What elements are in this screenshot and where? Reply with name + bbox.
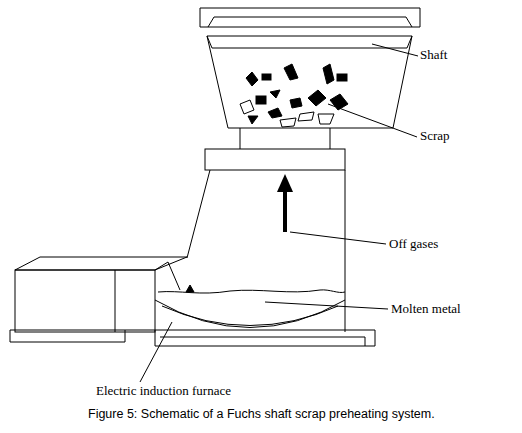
- furnace-base: [160, 337, 365, 346]
- shaft-lid: [200, 8, 420, 27]
- shaft-neck: [240, 128, 241, 149]
- figure-caption: Figure 5: Schematic of a Fuchs shaft scr…: [88, 407, 435, 421]
- scrap-piece-open: [280, 118, 296, 127]
- scrap-piece: [256, 96, 266, 104]
- leader-line: [372, 44, 418, 56]
- part-label: Scrap: [420, 128, 450, 144]
- scrap-piece: [290, 98, 302, 108]
- scrap-piece: [337, 74, 347, 81]
- furnace-base: [10, 330, 375, 346]
- shaft-edge: [207, 36, 212, 48]
- shaft-lid-rim: [208, 17, 412, 27]
- furnace-base: [10, 330, 125, 342]
- scrap-piece: [186, 285, 194, 292]
- scrap-piece: [330, 94, 348, 110]
- scrap-piece: [284, 64, 298, 80]
- off-gas-arrow: [283, 188, 287, 232]
- scrap-piece-open: [298, 112, 314, 121]
- furnace-base: [125, 330, 126, 342]
- leader-line: [290, 232, 386, 244]
- furnace-box-edge: [155, 262, 180, 290]
- shaft-plate: [205, 149, 345, 170]
- scrap-piece-open: [240, 100, 254, 114]
- shaft-neck: [330, 128, 331, 149]
- scrap-piece: [270, 90, 280, 98]
- shaft-edge: [212, 48, 407, 49]
- part-label: Molten metal: [391, 301, 461, 317]
- leader-line: [328, 104, 417, 137]
- part-label: Electric induction furnace: [96, 383, 231, 399]
- leader-line: [265, 302, 388, 309]
- furnace-base: [155, 330, 156, 346]
- scrap-piece: [268, 108, 282, 118]
- furnace-box-edge: [115, 270, 116, 332]
- shaft-edge: [407, 36, 412, 48]
- scrap-piece: [248, 116, 258, 124]
- furnace-box-top: [15, 257, 187, 270]
- scrap-piece: [262, 74, 271, 80]
- scrap-piece: [308, 90, 326, 106]
- furnace-box-front: [15, 270, 155, 332]
- scrap-piece: [246, 72, 258, 86]
- furnace-bowl-inner: [162, 306, 338, 326]
- shaft-body: [207, 36, 412, 128]
- part-label: Off gases: [389, 236, 438, 252]
- leader-line: [140, 322, 172, 382]
- duct-wall: [345, 170, 346, 332]
- duct-wall: [187, 170, 210, 258]
- part-label: Shaft: [420, 47, 447, 63]
- off-gas-arrow-head: [277, 174, 293, 192]
- scrap-piece: [323, 64, 334, 84]
- scrap-piece-open: [318, 114, 334, 124]
- furnace-bowl: [155, 300, 345, 328]
